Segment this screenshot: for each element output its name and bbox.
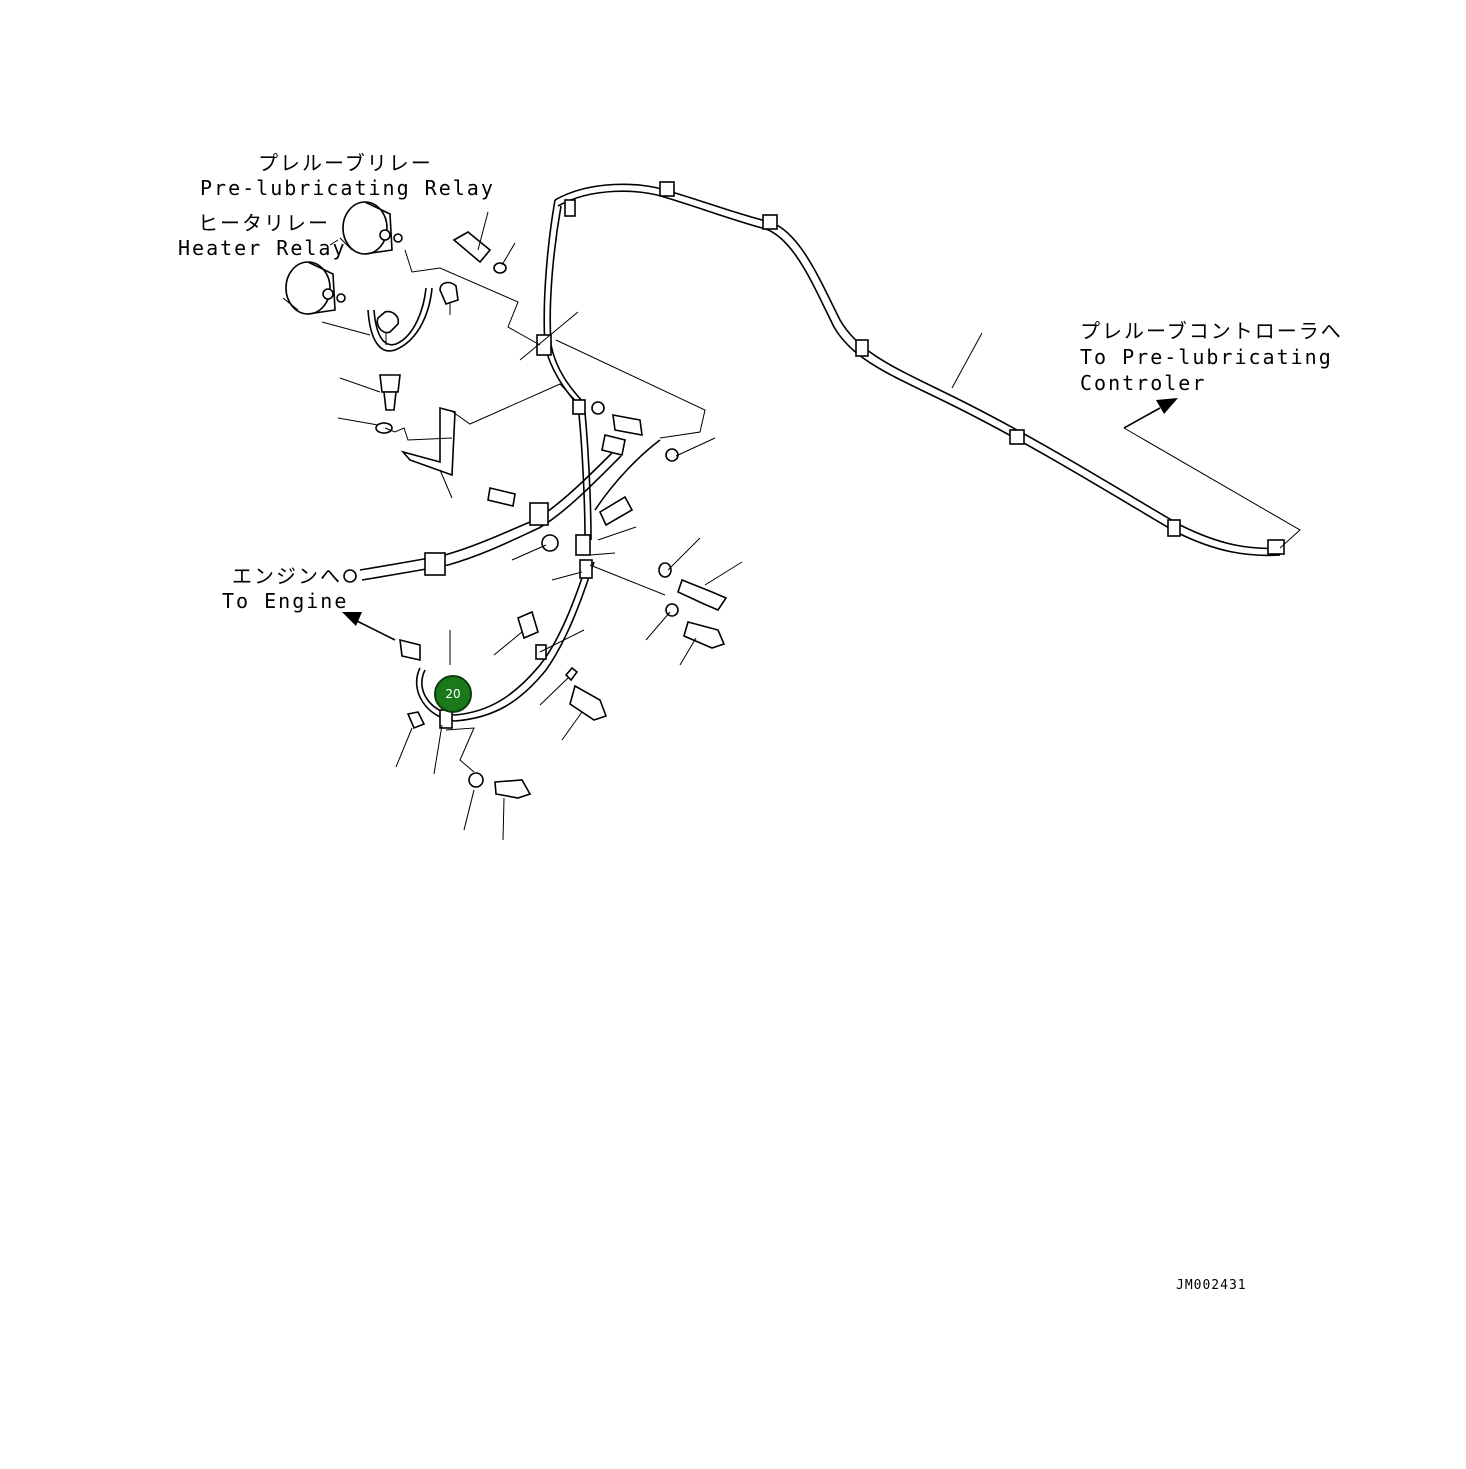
- engine-jp-label: エンジンへ: [232, 564, 342, 588]
- controller-en1-label: To Pre-lubricating: [1080, 345, 1333, 369]
- heater-relay-en-label: Heater Relay: [178, 236, 347, 260]
- heater-relay-jp-label: ヒータリレー: [198, 211, 330, 235]
- heater-relay-part: [282, 261, 346, 315]
- relay-cables: [367, 281, 459, 352]
- harness-cable: [415, 183, 1281, 722]
- prelube-relay-en-label: Pre-lubricating Relay: [200, 176, 495, 200]
- arrow-to-engine: [342, 612, 396, 641]
- prelube-relay-jp-label: プレルーブリレー: [258, 151, 433, 175]
- controller-jp-label: プレルーブコントローラへ: [1080, 319, 1343, 343]
- engine-tube: [359, 434, 626, 581]
- harness-clamps: [439, 181, 1285, 729]
- engine-en-label: To Engine: [222, 589, 349, 613]
- part-callout-20[interactable]: 20: [434, 675, 472, 713]
- prelube-relay-part: [339, 201, 403, 255]
- controller-en2-label: Controler: [1080, 371, 1207, 395]
- drawing-id-label: JM002431: [1176, 1278, 1247, 1293]
- arrow-to-controller: [1123, 398, 1178, 429]
- bracket-part: [400, 406, 456, 477]
- leader-lines: [321, 211, 1301, 841]
